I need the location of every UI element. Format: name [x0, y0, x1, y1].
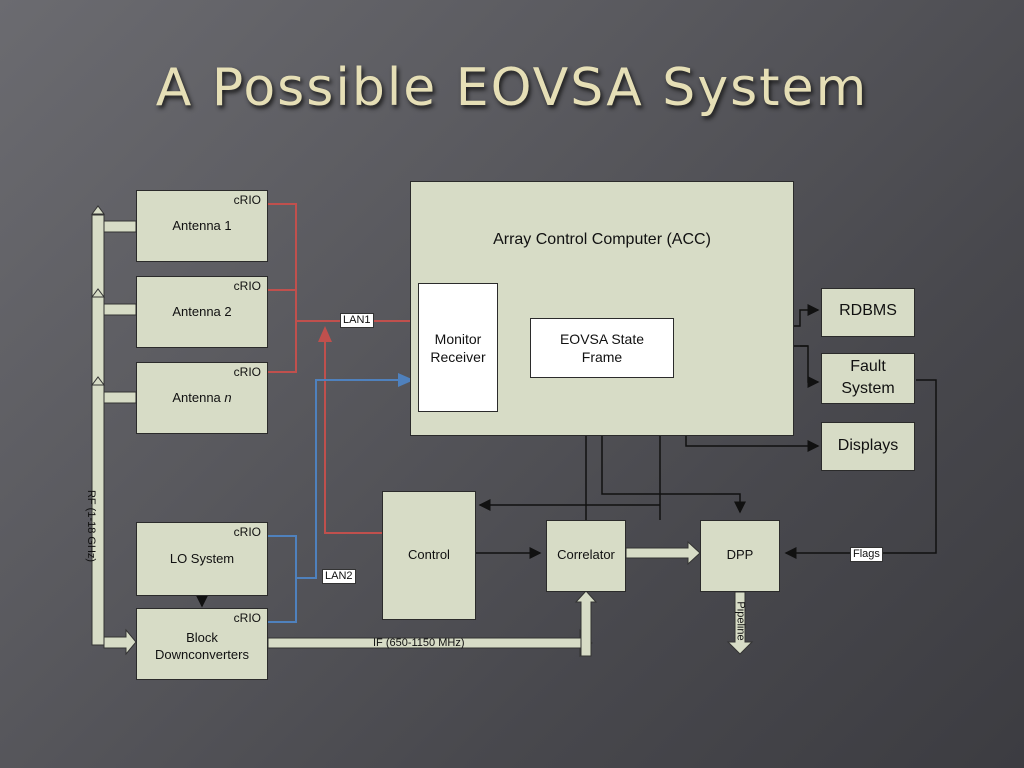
correlator-label: Correlator [557, 547, 615, 562]
if-label: IF (650-1150 MHz) [373, 637, 465, 649]
crio-label: cRIO [233, 193, 261, 207]
lan2-label: LAN2 [322, 569, 356, 584]
displays-label: Displays [837, 437, 899, 454]
antenna-1-label: Antenna 1 [172, 218, 232, 233]
flags-label: Flags [850, 547, 883, 562]
crio-label: cRIO [233, 279, 261, 293]
lan2-arrowhead [398, 373, 414, 387]
antenna-2-box: cRIO Antenna 2 [136, 276, 268, 348]
lan1-lines [268, 203, 418, 534]
rf-bus [91, 205, 137, 656]
antenna-1-box: cRIO Antenna 1 [136, 190, 268, 262]
dpp-label: DPP [726, 547, 754, 562]
rdbms-box: RDBMS [821, 288, 915, 337]
slide-title: A Possible EOVSA System [155, 58, 869, 118]
if-riser [574, 590, 598, 657]
correlator-dpp-arrow [625, 540, 701, 566]
lan2-lines [268, 379, 400, 623]
lan1-arrowhead [318, 326, 332, 342]
crio-label: cRIO [233, 365, 261, 379]
antenna-n-label: Antenna n [172, 390, 232, 405]
lo-system-label: LO System [169, 551, 235, 566]
rdbms-label: RDBMS [839, 302, 897, 319]
control-box: Control [382, 491, 476, 620]
dpp-box: DPP [700, 520, 780, 592]
antenna-n-box: cRIO Antenna n [136, 362, 268, 434]
lo-system-box: cRIO LO System [136, 522, 268, 596]
correlator-box: Correlator [546, 520, 626, 592]
antenna-2-label: Antenna 2 [172, 304, 232, 319]
lan1-label: LAN1 [340, 313, 374, 328]
control-label: Control [408, 547, 450, 562]
pipeline-label: Pipeline [734, 601, 747, 641]
displays-box: Displays [821, 422, 915, 471]
pipeline-arrow [726, 591, 754, 655]
acc-label: Array Control Computer (ACC) [493, 231, 711, 248]
rf-label: RF (1-18 GHz) [85, 489, 98, 563]
crio-label: cRIO [233, 525, 261, 539]
crio-label: cRIO [233, 611, 261, 625]
